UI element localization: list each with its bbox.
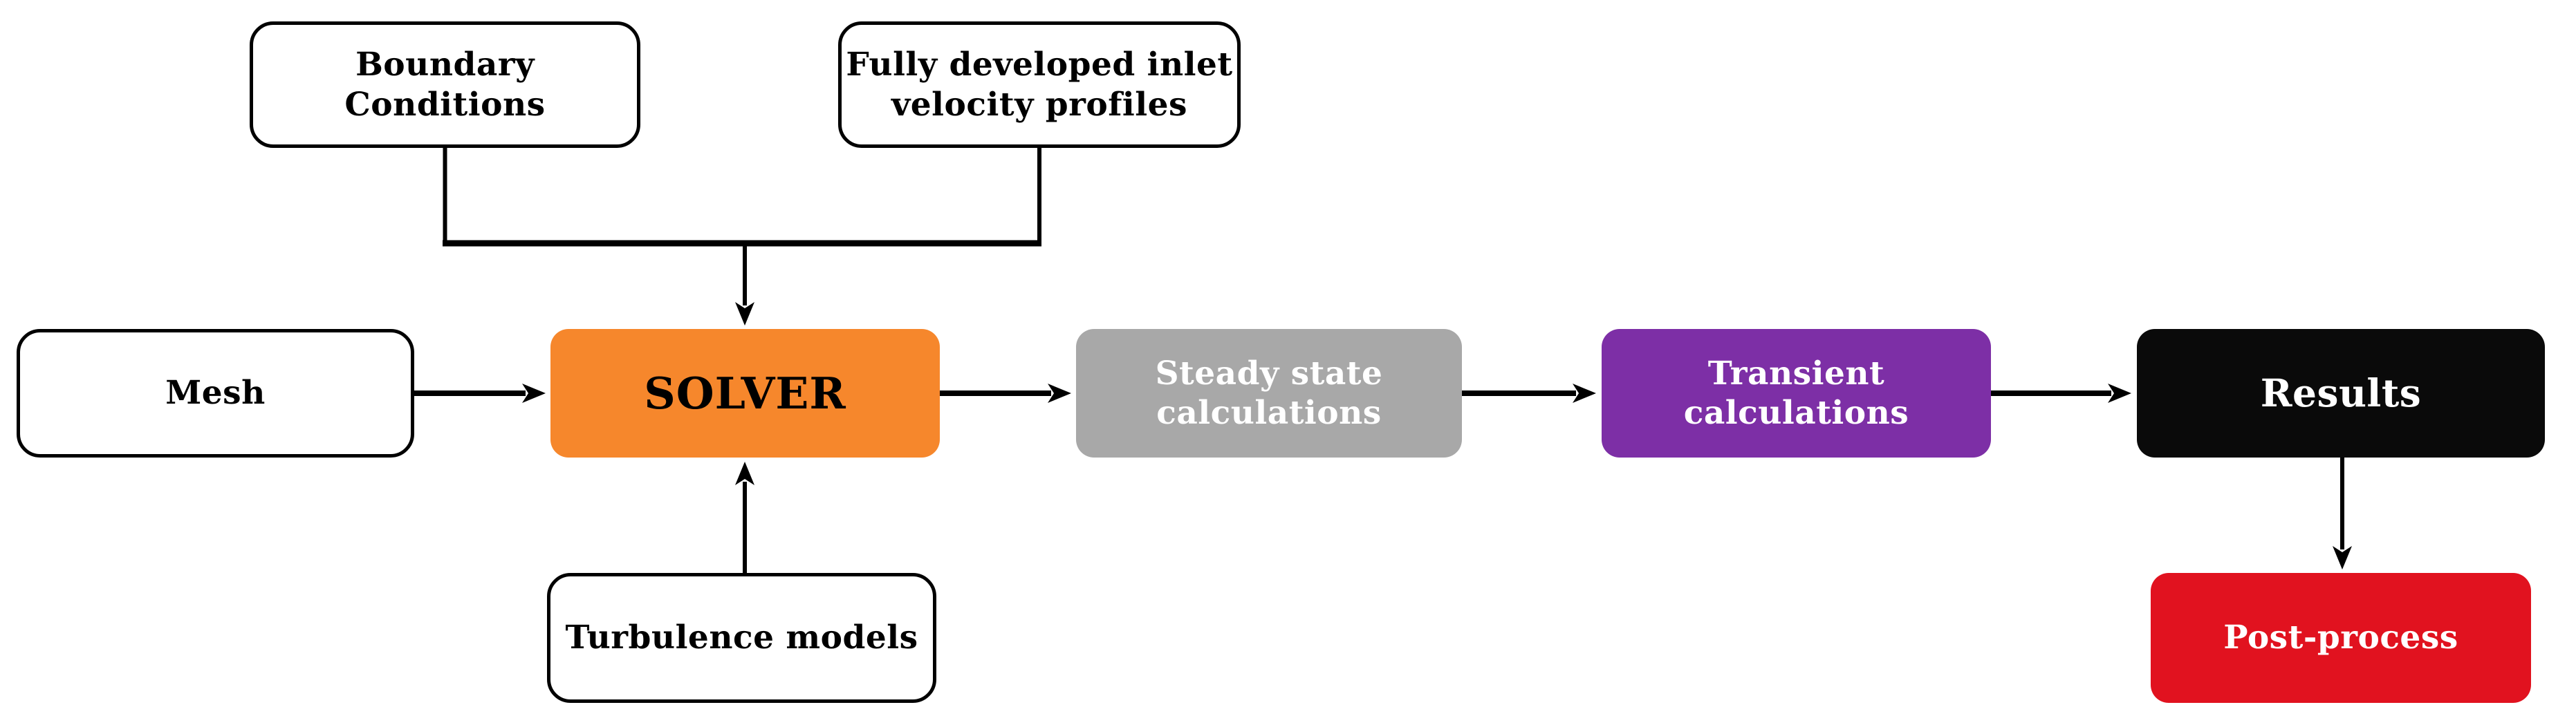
- node-results-label: Results: [2260, 370, 2422, 416]
- node-fully-developed-inlet: Fully developed inlet velocity profiles: [838, 21, 1241, 148]
- node-solver-label: SOLVER: [644, 367, 846, 419]
- node-steady-state-calculations-label: Steady state calculations: [1155, 354, 1383, 432]
- node-post-process-label: Post-process: [2223, 619, 2458, 657]
- node-steady-state-calculations: Steady state calculations: [1076, 329, 1462, 458]
- node-mesh-label: Mesh: [165, 374, 266, 413]
- node-solver: SOLVER: [550, 329, 940, 458]
- node-post-process: Post-process: [2151, 573, 2531, 703]
- node-transient-calculations-label: Transient calculations: [1683, 354, 1909, 432]
- node-boundary-conditions: Boundary Conditions: [250, 21, 640, 148]
- node-mesh: Mesh: [17, 329, 414, 458]
- node-turbulence-models: Turbulence models: [547, 573, 936, 703]
- node-boundary-conditions-label: Boundary Conditions: [344, 46, 546, 124]
- node-transient-calculations: Transient calculations: [1602, 329, 1991, 458]
- node-results: Results: [2137, 329, 2545, 458]
- node-turbulence-models-label: Turbulence models: [565, 619, 918, 657]
- node-fully-developed-inlet-label: Fully developed inlet velocity profiles: [846, 46, 1233, 124]
